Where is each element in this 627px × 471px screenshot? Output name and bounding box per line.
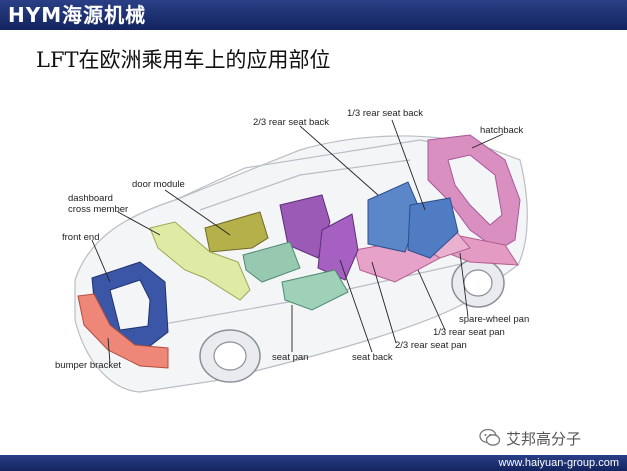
label-two-thirds-rear-seat-pan: 2/3 rear seat pan bbox=[395, 340, 467, 351]
front-seat-pan-right-part bbox=[281, 269, 349, 311]
label-seat-back: seat back bbox=[352, 352, 393, 363]
label-seat-pan: seat pan bbox=[272, 352, 308, 363]
front-seat-pan-left-part bbox=[242, 241, 301, 283]
door-module-part bbox=[204, 211, 269, 253]
company-logo: HYM海源机械 bbox=[8, 3, 147, 27]
label-dashboard: dashboard bbox=[68, 193, 113, 204]
header-bar: HYM海源机械 bbox=[0, 0, 627, 30]
company-url[interactable]: www.haiyuan-group.com bbox=[498, 457, 619, 469]
leader-lines bbox=[91, 119, 504, 364]
front-seat-back-right-part bbox=[317, 213, 359, 281]
rear-wheel bbox=[451, 258, 505, 308]
slide-title: LFT在欧洲乘用车上的应用部位 bbox=[36, 48, 331, 72]
label-two-thirds-rear-seat-back-top: 2/3 rear seat back bbox=[253, 117, 329, 128]
hatchback-part bbox=[427, 134, 521, 251]
label-door-module: door module bbox=[132, 179, 185, 190]
label-one-third-rear-seat-pan: 1/3 rear seat pan bbox=[433, 327, 505, 338]
footer-bar: www.haiyuan-group.com bbox=[0, 455, 627, 471]
rear-seat-back-part-one-third bbox=[407, 197, 459, 259]
label-one-third-rear-seat-back-top: 1/3 rear seat back bbox=[347, 108, 423, 119]
label-bumper-bracket: bumper bracket bbox=[55, 360, 121, 371]
label-front-end: front end bbox=[62, 232, 100, 243]
front-wheel bbox=[199, 329, 261, 383]
label-spare-wheel-pan: spare-wheel pan bbox=[459, 314, 529, 325]
label-cross-member: cross member bbox=[68, 204, 128, 215]
label-hatchback: hatchback bbox=[480, 125, 524, 136]
watermark-text: 艾邦高分子 bbox=[506, 430, 582, 448]
dashboard-cross-member-part bbox=[149, 221, 251, 301]
wechat-icon bbox=[479, 428, 501, 446]
watermark: 艾邦高分子 bbox=[478, 426, 627, 450]
bumper-bracket-part bbox=[77, 293, 169, 369]
